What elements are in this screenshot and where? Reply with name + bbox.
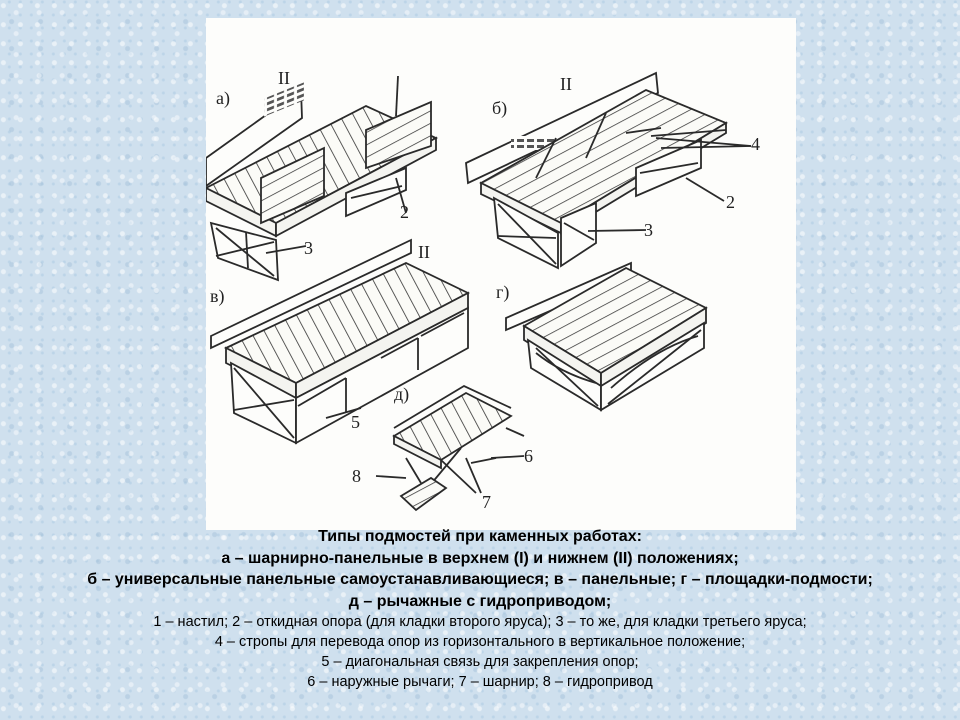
caption-line-a: а – шарнирно-панельные в верхнем (I) и н…	[221, 549, 739, 567]
scaffold-d	[375, 384, 525, 512]
label-num-5: 5	[351, 412, 360, 432]
caption-line-b: б – универсальные панельные самоустанавл…	[87, 571, 873, 588]
caption-legend-1: 1 – настил; 2 – откидная опора (для клад…	[153, 614, 807, 630]
caption-legend-2: 4 – стропы для перевода опор из горизонт…	[214, 634, 746, 650]
label-g: г)	[496, 282, 509, 303]
scaffold-v	[210, 238, 471, 445]
scaffold-drawing: а) II б) II 4 2 3 2 3 в) II г) д) 5 6 8 …	[206, 68, 760, 512]
label-a: а)	[216, 88, 230, 109]
label-num-7: 7	[482, 492, 491, 512]
caption-legend-3: 5 – диагональная связь для закрепления о…	[321, 654, 639, 670]
diagram-labels: а) II б) II 4 2 3 2 3 в) II г) д) 5 6 8 …	[210, 68, 760, 512]
scaffold-a	[206, 75, 439, 282]
label-roman-b: II	[560, 74, 572, 94]
label-num-2-b: 2	[726, 192, 735, 212]
figure-caption: Типы подмостей при каменных работах: а –…	[0, 526, 960, 692]
label-num-6: 6	[524, 446, 533, 466]
label-num-3-a: 3	[304, 238, 313, 258]
caption-title: Типы подмостей при каменных работах:	[318, 528, 642, 545]
label-d: д)	[394, 384, 409, 405]
label-roman-v: II	[418, 242, 430, 262]
scaffold-b	[465, 71, 752, 270]
label-num-3-b: 3	[644, 220, 653, 240]
caption-legend-4: 6 – наружные рычаги; 7 – шарнир; 8 – гид…	[307, 674, 653, 690]
label-v: в)	[210, 286, 225, 307]
label-num-4: 4	[751, 134, 760, 154]
label-roman-a: II	[278, 68, 290, 88]
caption-line-d: д – рычажные с гидроприводом;	[348, 592, 612, 610]
label-num-8: 8	[352, 466, 361, 486]
scaffold-g	[505, 261, 708, 412]
scaffold-types-illustration: а) II б) II 4 2 3 2 3 в) II г) д) 5 6 8 …	[206, 18, 796, 530]
label-num-2-a: 2	[400, 202, 409, 222]
label-b: б)	[492, 98, 507, 119]
